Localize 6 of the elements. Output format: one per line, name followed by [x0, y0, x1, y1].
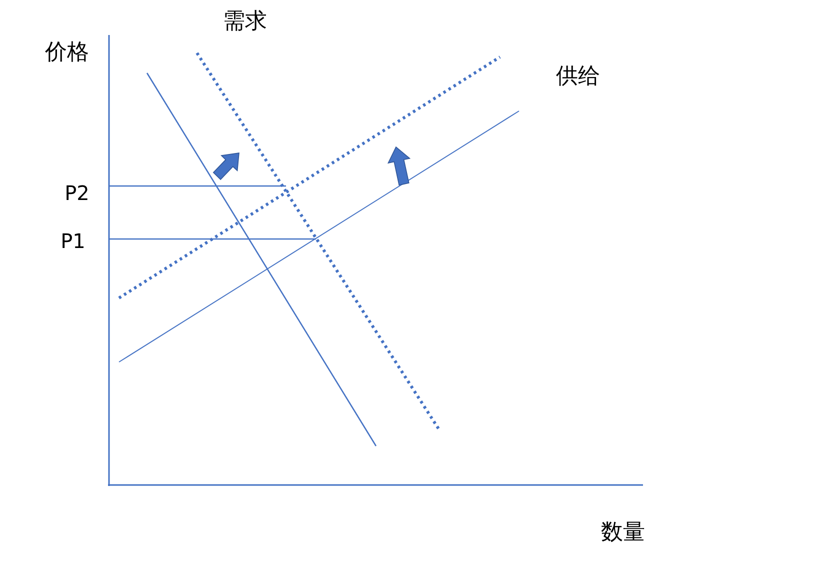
price-label: P1	[60, 231, 86, 251]
curve-label: 供给	[556, 66, 600, 88]
price-label: P2	[64, 183, 90, 203]
curve-label: 需求	[223, 11, 267, 33]
axis-label: 价格	[45, 42, 89, 64]
axis-label: 数量	[601, 522, 645, 544]
